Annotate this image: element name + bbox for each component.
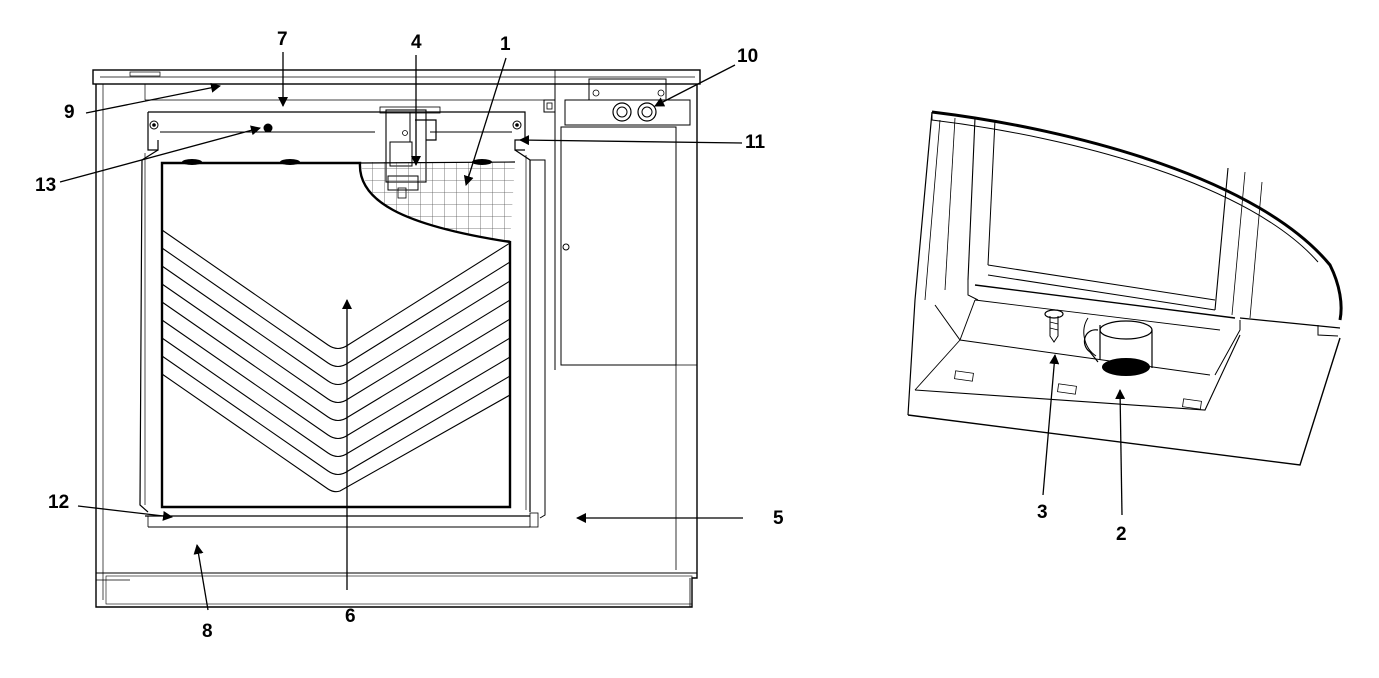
callout-10: 10 [737,46,758,67]
callout-8: 8 [202,621,213,642]
leader-11 [519,135,743,146]
leader-3 [1042,354,1060,496]
leader-1 [463,57,507,186]
mounting-screw [263,123,273,133]
callout-9: 9 [64,102,75,123]
control-compartment [543,78,697,570]
callout-7: 7 [277,29,288,50]
bin-left-wall [139,149,159,513]
curtain-chevrons [161,229,511,493]
leader-13 [59,125,261,183]
callout-1: 1 [500,34,511,55]
callout-labels: 1 4 7 9 13 10 11 12 5 6 8 3 2 [35,29,1127,642]
callout-13: 13 [35,175,56,196]
drain-detail-view [907,110,1343,466]
drain-fitting [1083,317,1153,376]
drain-screw [1044,309,1064,343]
callout-2: 2 [1116,524,1127,545]
callout-6: 6 [345,606,356,627]
leader-12 [77,505,173,521]
callout-4: 4 [411,32,422,53]
top-lid [92,69,701,85]
base-kickplate [105,575,693,605]
leader-2 [1115,389,1126,516]
bin-right-wall [514,149,531,512]
ice-sheet-panel [160,161,512,509]
leader-lines [59,52,1126,611]
callout-12: 12 [48,492,69,513]
leader-10 [654,64,736,107]
cabinet-front-view [92,69,701,608]
leader-9 [85,82,221,114]
callout-5: 5 [773,508,784,529]
callout-3: 3 [1037,502,1048,523]
callout-11: 11 [745,132,766,153]
leader-8 [193,544,209,611]
